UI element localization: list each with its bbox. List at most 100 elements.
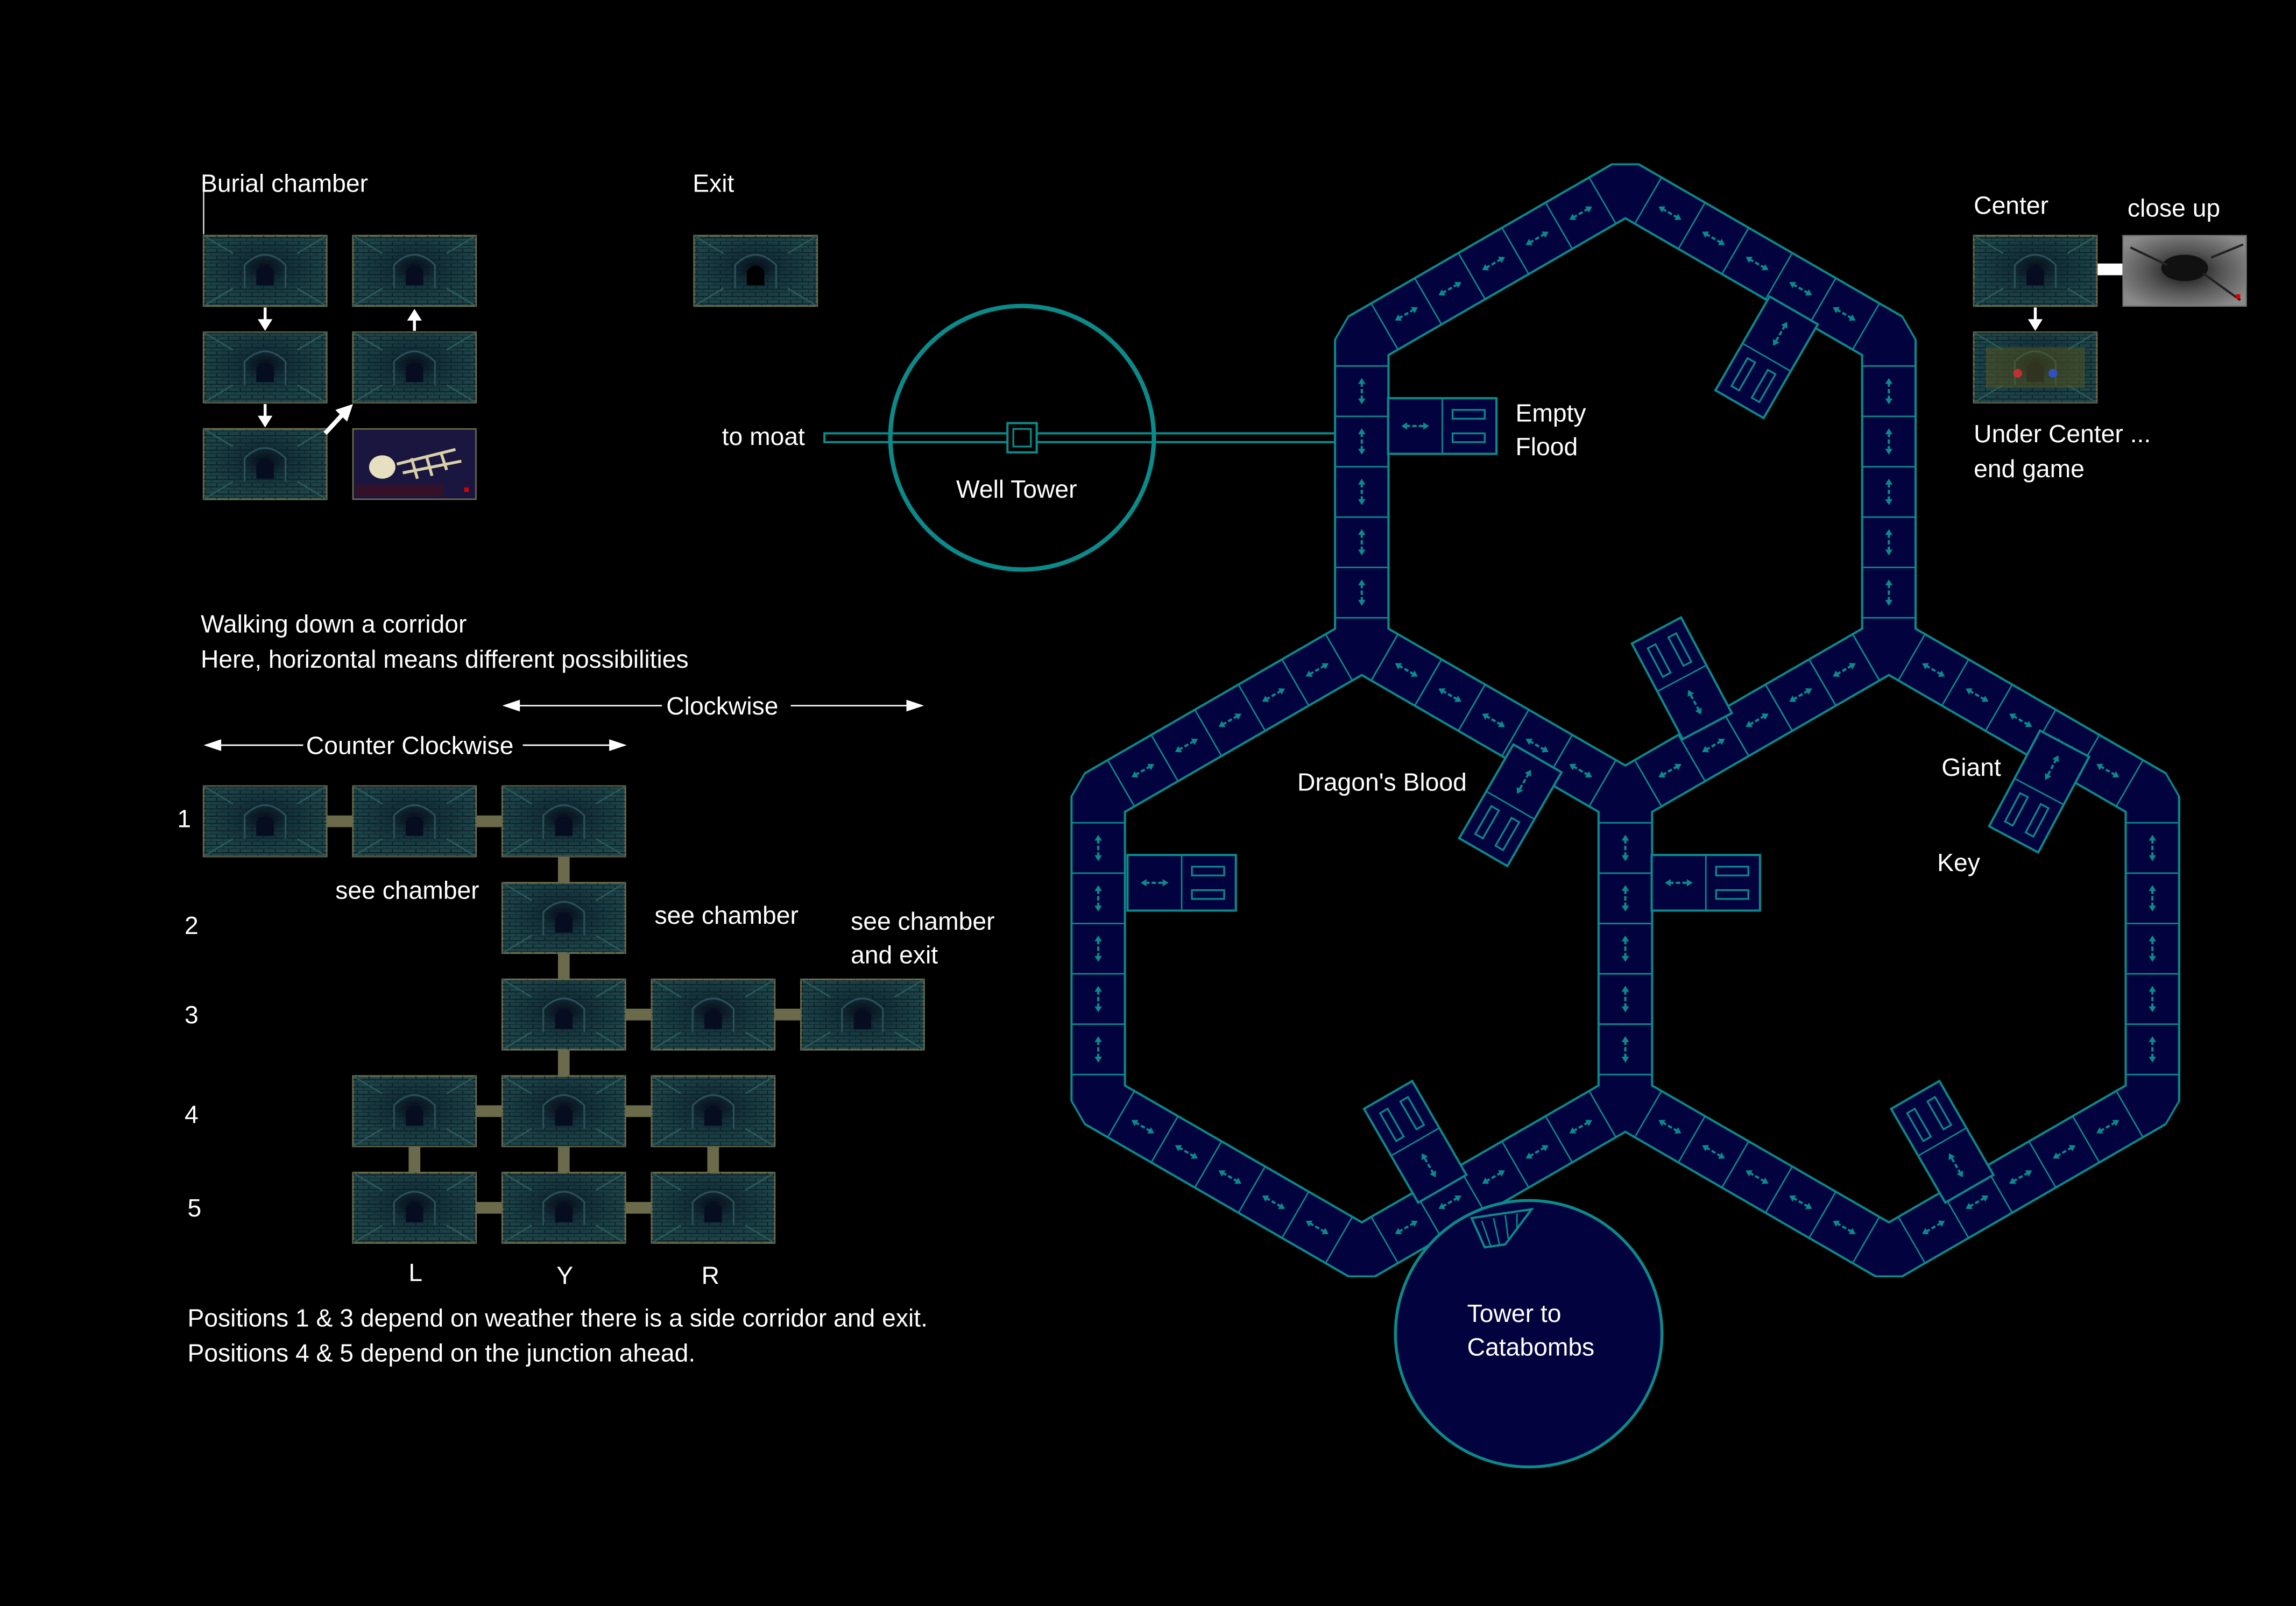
corridor-scene-image xyxy=(352,1171,477,1244)
cell-divider xyxy=(1107,760,1135,806)
corridor-scene-image xyxy=(352,785,477,858)
cell-divider xyxy=(1678,734,1706,782)
cell-divider xyxy=(1458,253,1486,300)
tower-label-line2: Catabombs xyxy=(1467,1333,1595,1361)
cell-divider xyxy=(1852,303,1880,350)
corridor-connector xyxy=(408,1146,421,1173)
cell-divider xyxy=(1721,1141,1749,1188)
corridor-connector xyxy=(557,1049,570,1076)
cell-divider xyxy=(1370,303,1398,350)
center-title: Center xyxy=(1974,191,2048,219)
corridor-bands xyxy=(1070,163,2180,1277)
corridor-connector xyxy=(476,1105,503,1117)
cell-divider xyxy=(1501,710,1529,756)
corridor-scene-image xyxy=(651,978,776,1051)
down-arrow-icon xyxy=(258,307,273,331)
cell-divider xyxy=(1414,278,1442,325)
two-way-arrow-icon xyxy=(1702,1145,1725,1159)
two-way-arrow-icon xyxy=(1525,231,1549,245)
corridor-scene-image xyxy=(651,1075,776,1148)
two-way-arrow-icon xyxy=(2053,1145,2076,1159)
col-label-l: L xyxy=(408,1258,422,1286)
side-chamber xyxy=(1126,854,1237,912)
see-chamber-label: see chamber xyxy=(655,901,799,929)
two-way-arrow-icon xyxy=(1482,1170,1505,1184)
two-way-arrow-icon xyxy=(1833,663,1856,677)
cell-divider xyxy=(1588,177,1616,224)
counter-clockwise-arrow: Counter Clockwise xyxy=(203,731,627,759)
cell-divider xyxy=(2029,1141,2057,1188)
dragons-blood-label: Dragon's Blood xyxy=(1297,768,1467,796)
two-way-arrow-icon xyxy=(2096,1120,2120,1134)
two-way-arrow-icon xyxy=(1358,428,1366,455)
up-arrow-icon xyxy=(407,309,422,331)
two-way-arrow-icon xyxy=(1621,1036,1629,1063)
two-way-arrow-icon xyxy=(1358,529,1366,556)
see-chamber-exit-label: and exit xyxy=(851,940,938,968)
cell-divider xyxy=(1852,634,1880,681)
two-way-arrow-icon xyxy=(1789,1195,1812,1209)
cell-divider xyxy=(1765,1166,1793,1213)
chamber-door-icon xyxy=(1730,357,1777,404)
corridor-connector xyxy=(557,856,570,883)
corridor-scene-image xyxy=(202,235,328,307)
key-label: Key xyxy=(1937,848,1981,876)
chamber-door-icon xyxy=(1646,632,1693,678)
corridor-connector xyxy=(707,1146,719,1173)
skeleton-scene-image xyxy=(352,428,477,500)
two-way-arrow-icon xyxy=(1438,688,1461,702)
chamber-door-icon xyxy=(2003,791,2050,838)
chamber-door-icon xyxy=(1906,1095,1953,1143)
two-way-arrow-icon xyxy=(1358,579,1366,606)
cell-divider xyxy=(1898,634,1926,681)
two-way-arrow-icon xyxy=(2009,713,2032,727)
corridor-scene-image xyxy=(651,1171,776,1244)
two-way-arrow-icon xyxy=(1438,281,1461,296)
two-way-arrow-icon xyxy=(1438,1195,1461,1209)
two-way-arrow-icon xyxy=(1262,1195,1285,1209)
note-positions-4-5: Positions 4 & 5 depend on the junction a… xyxy=(187,1339,695,1367)
corridor-heading: Walking down a corridor xyxy=(201,610,467,638)
corridor-scene-image xyxy=(352,331,477,404)
two-way-arrow-icon xyxy=(1525,1145,1549,1159)
diagonal-arrow-icon xyxy=(323,404,353,435)
cell-divider xyxy=(1808,278,1836,325)
cell-divider xyxy=(1325,634,1353,681)
cell-divider xyxy=(1370,1216,1398,1263)
two-way-arrow-icon xyxy=(1833,307,1856,321)
clockwise-label: Clockwise xyxy=(666,692,778,720)
two-way-arrow-icon xyxy=(1621,935,1629,962)
cell-divider xyxy=(2116,760,2144,806)
corridor-connector xyxy=(476,1201,503,1214)
cell-divider xyxy=(1325,1216,1353,1263)
stairs-icon xyxy=(1470,1207,1535,1249)
cell-divider xyxy=(1721,710,1749,756)
corridor-connector xyxy=(625,1201,652,1214)
cell-divider xyxy=(1545,202,1573,249)
corridor-scene-image xyxy=(352,1075,477,1148)
two-way-arrow-icon xyxy=(1948,1153,1963,1178)
two-way-arrow-icon xyxy=(1421,1153,1436,1178)
cell-divider xyxy=(1545,1116,1573,1163)
cell-divider xyxy=(1107,1091,1135,1137)
corridor-scene-image xyxy=(202,331,328,404)
two-way-arrow-icon xyxy=(1885,428,1893,455)
side-chamber xyxy=(1630,615,1734,741)
two-way-arrow-icon xyxy=(2096,763,2120,778)
two-way-arrow-icon xyxy=(1218,713,1242,727)
chamber-door-icon xyxy=(1191,866,1225,900)
two-way-arrow-icon xyxy=(1175,1145,1198,1159)
two-way-arrow-icon xyxy=(1094,986,1102,1013)
cell-divider xyxy=(1150,1116,1179,1163)
empty-label: Empty xyxy=(1515,399,1586,427)
two-way-arrow-icon xyxy=(1305,663,1329,677)
closeup-title: close up xyxy=(2128,194,2220,222)
cell-divider xyxy=(1898,1216,1926,1263)
two-way-arrow-icon xyxy=(1746,257,1769,271)
corridor-scene-image xyxy=(693,235,818,307)
cell-divider xyxy=(1150,734,1179,782)
cell-divider xyxy=(1458,684,1486,731)
corridor-connector xyxy=(625,1105,652,1117)
side-chamber xyxy=(1889,1079,1995,1205)
